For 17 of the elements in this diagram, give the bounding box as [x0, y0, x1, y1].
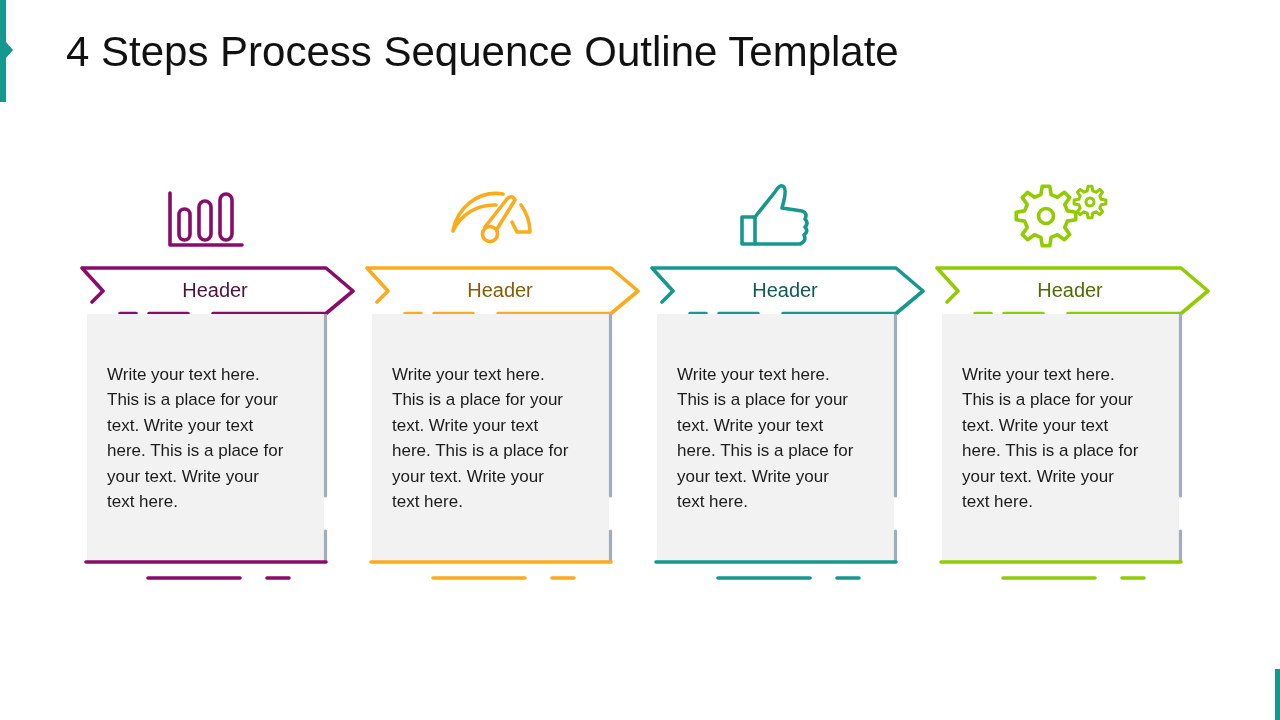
header-text: Header — [752, 278, 818, 302]
text-panel — [657, 314, 894, 562]
header-text: Header — [467, 278, 533, 302]
body-text: Write your text here. This is a place for your text. Write your text here. This is a place for your text. Write your text here. — [677, 363, 855, 513]
text-panel — [372, 314, 609, 562]
text-panel — [942, 314, 1179, 562]
chevron-header — [935, 266, 1211, 316]
text-panel — [87, 314, 324, 562]
title: 4 Steps Process Sequence Outline Template — [66, 27, 899, 77]
header-text: Header — [182, 278, 248, 302]
body-text: Write your text here. This is a place for your text. Write your text here. This is a place for your text. Write your text here. — [962, 363, 1140, 513]
body-text: Write your text here. This is a place for your text. Write your text here. This is a place for your text. Write your text here. — [107, 363, 285, 513]
body-text: Write your text here. This is a place for your text. Write your text here. This is a place for your text. Write your text here. — [392, 363, 570, 513]
chevron-header — [80, 266, 356, 316]
chevron-header — [365, 266, 641, 316]
header-text: Header — [1037, 278, 1103, 302]
chevron-header — [650, 266, 926, 316]
